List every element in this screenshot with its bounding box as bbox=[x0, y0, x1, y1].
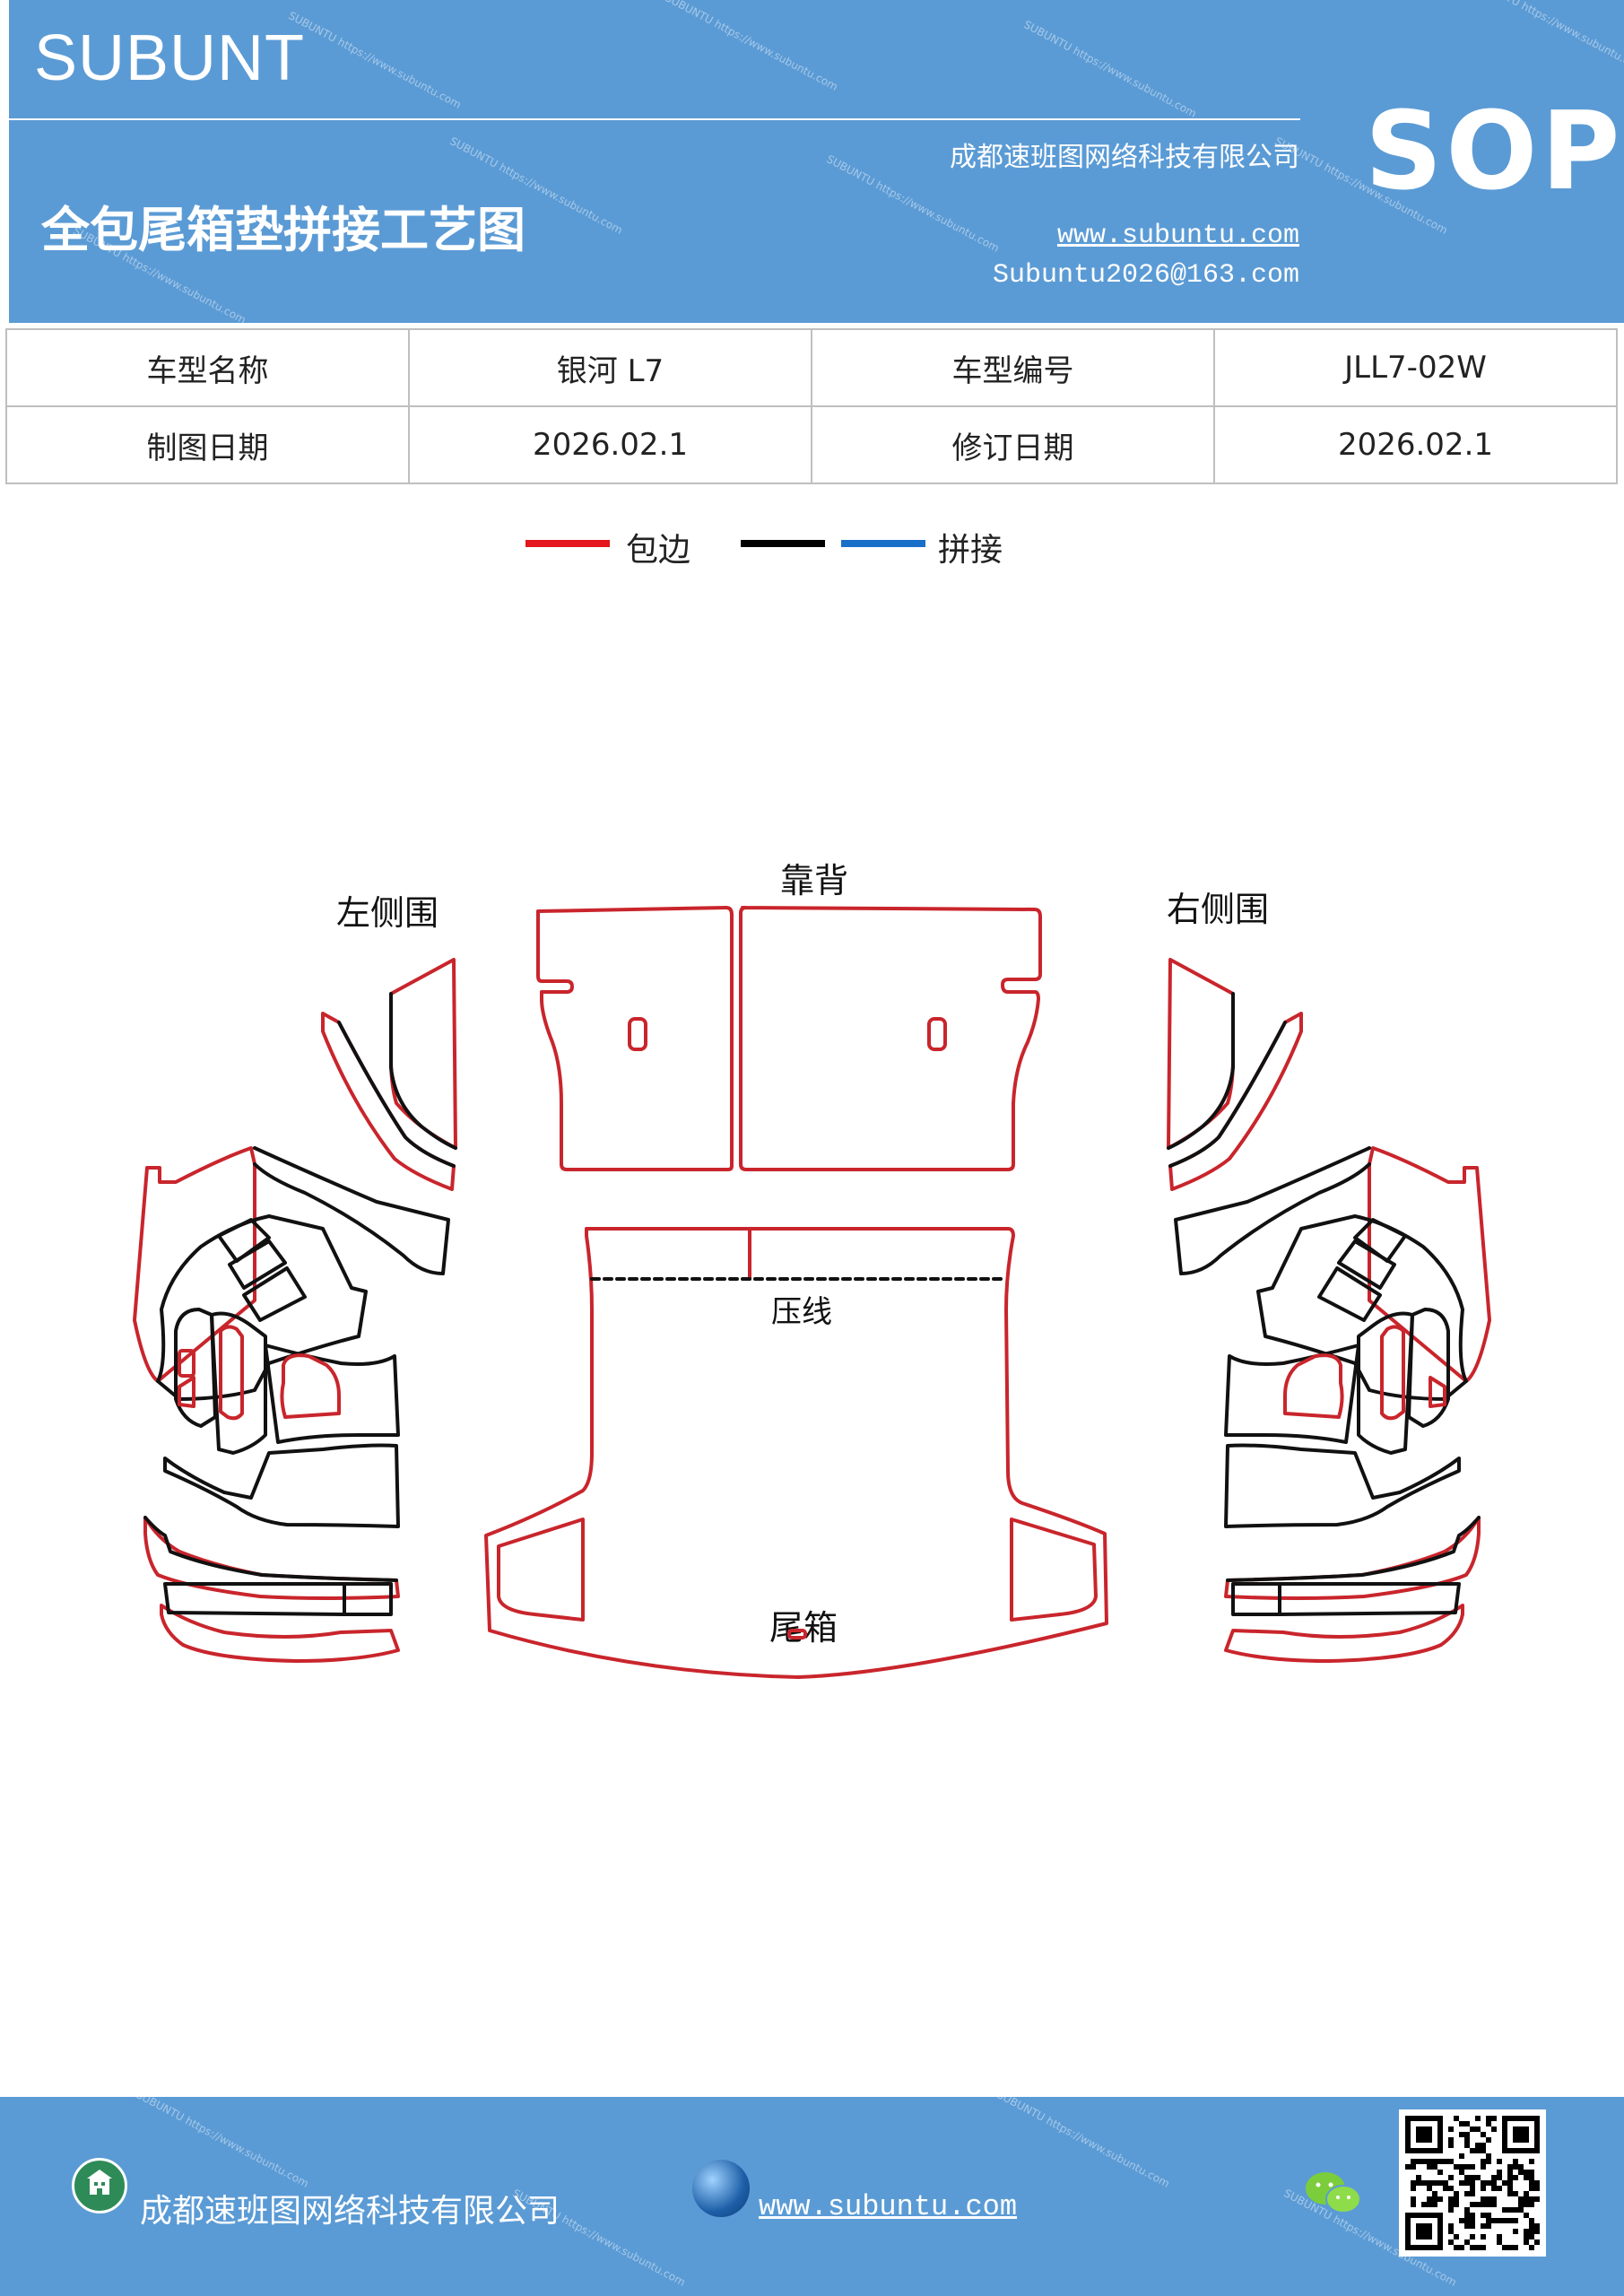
globe-icon bbox=[692, 2160, 750, 2217]
trunk-mat-diagram: 左侧围 靠背 右侧围 压线 尾箱 bbox=[133, 861, 1491, 1679]
label-left-side: 左侧围 bbox=[336, 893, 439, 933]
page-header: SUBUNTU https://www.subuntu.com SUBUNTU … bbox=[9, 0, 1624, 323]
building-icon bbox=[72, 2158, 127, 2213]
page-footer: SUBUNTU https://www.subuntu.com SUBUNTU … bbox=[0, 2097, 1624, 2296]
watermark: SUBUNTU https://www.subuntu.com bbox=[1021, 18, 1199, 120]
legend-label-edge: 包边 bbox=[626, 532, 691, 569]
trunk-left-wing bbox=[497, 1518, 585, 1622]
watermark: SUBUNTU https://www.subuntu.com bbox=[663, 0, 840, 93]
brand-name: SUBUNT bbox=[34, 22, 306, 94]
backrest-left-slot bbox=[628, 1017, 647, 1051]
table-row: 车型名称 银河 L7 车型编号 JLL7-02W bbox=[5, 328, 1618, 407]
website-link[interactable]: www.subuntu.com bbox=[1056, 221, 1299, 251]
page-title: 全包尾箱垫拼接工艺图 bbox=[41, 201, 525, 258]
table-cell: 2026.02.1 bbox=[1213, 405, 1618, 484]
trunk-floor-panel bbox=[484, 1227, 1108, 1679]
table-cell: 车型名称 bbox=[5, 328, 410, 407]
backrest-left-panel bbox=[536, 906, 734, 1171]
table-cell: 车型编号 bbox=[811, 328, 1215, 407]
legend: 包边 拼接 bbox=[0, 524, 1624, 578]
trunk-right-wing bbox=[1010, 1518, 1098, 1622]
label-press-line: 压线 bbox=[771, 1294, 832, 1330]
table-cell: 2026.02.1 bbox=[408, 405, 812, 484]
table-cell: 制图日期 bbox=[5, 405, 410, 484]
legend-swatch-join bbox=[841, 540, 925, 547]
legend-swatch-seam bbox=[741, 540, 825, 547]
vehicle-info-table: 车型名称 银河 L7 车型编号 JLL7-02W 制图日期 2026.02.1 … bbox=[5, 328, 1618, 484]
legend-label-join: 拼接 bbox=[938, 532, 1003, 569]
wechat-icon bbox=[1302, 2167, 1365, 2221]
label-trunk: 尾箱 bbox=[769, 1608, 838, 1648]
backrest-right-slot bbox=[927, 1017, 947, 1051]
right-side-group bbox=[1167, 958, 1491, 1663]
footer-website-link[interactable]: www.subuntu.com bbox=[759, 2190, 1018, 2223]
label-backrest: 靠背 bbox=[780, 861, 848, 900]
left-side-group bbox=[133, 958, 457, 1663]
watermark: SUBUNTU https://www.subuntu.com bbox=[286, 9, 464, 111]
table-cell: 修订日期 bbox=[811, 405, 1215, 484]
table-cell: JLL7-02W bbox=[1213, 328, 1618, 407]
watermark: SUBUNTU https://www.subuntu.com bbox=[994, 2097, 1172, 2190]
watermark: SUBUNTU https://www.subuntu.com bbox=[134, 2097, 311, 2190]
sop-badge: SOP bbox=[1365, 90, 1624, 214]
trunk-center-slot bbox=[787, 1629, 807, 1639]
company-name: 成都速班图网络科技有限公司 bbox=[950, 142, 1299, 173]
backrest-right-panel bbox=[739, 906, 1042, 1171]
legend-swatch-edge bbox=[525, 540, 610, 547]
label-right-side: 右侧围 bbox=[1167, 890, 1269, 929]
table-cell: 银河 L7 bbox=[408, 328, 812, 407]
header-divider bbox=[9, 118, 1300, 120]
watermark: SUBUNTU https://www.subuntu.com bbox=[1470, 0, 1624, 75]
email-address: Subuntu2026@163.com bbox=[992, 260, 1299, 291]
qr-code bbox=[1399, 2109, 1546, 2257]
footer-company-name: 成都速班图网络科技有限公司 bbox=[140, 2193, 560, 2230]
table-row: 制图日期 2026.02.1 修订日期 2026.02.1 bbox=[5, 405, 1618, 484]
